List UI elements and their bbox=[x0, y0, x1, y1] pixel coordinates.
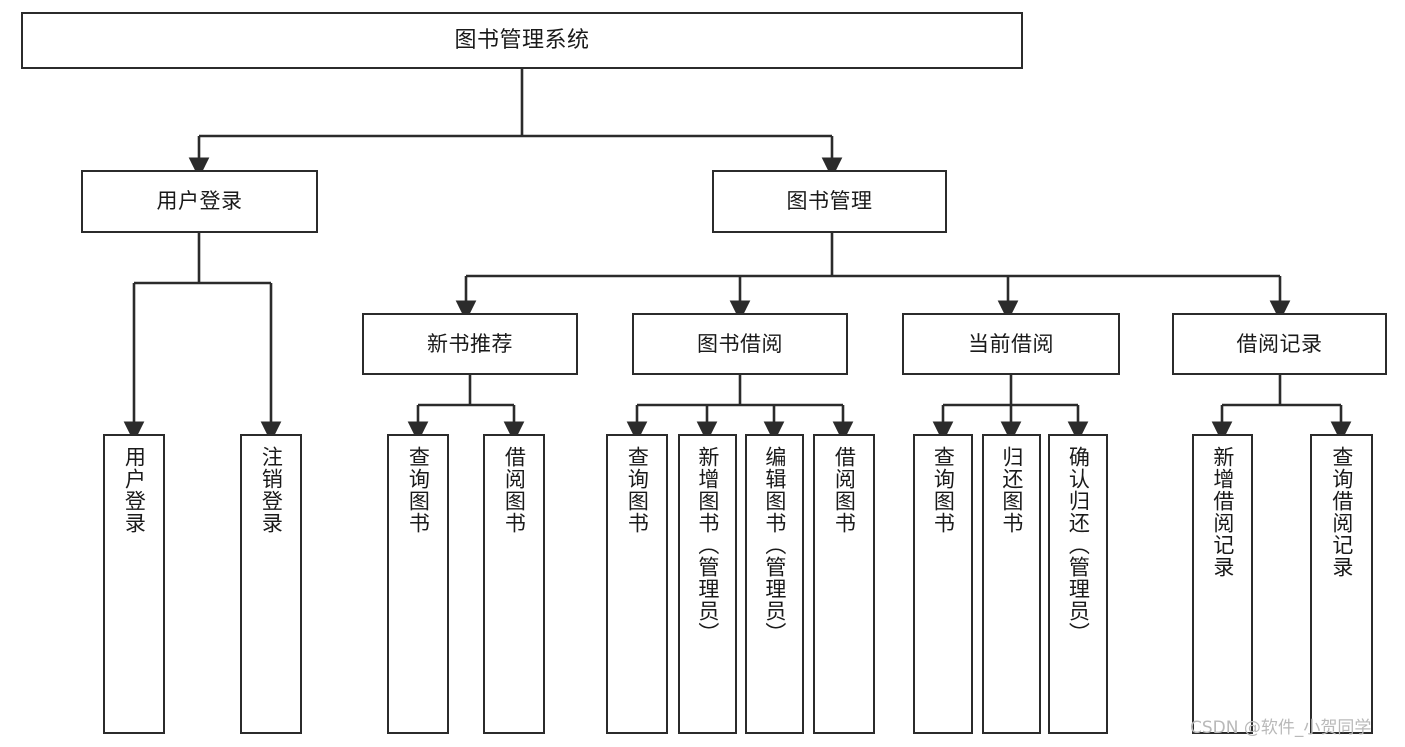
node-user-login[interactable]: 用户登录 bbox=[81, 170, 318, 233]
node-borrow-record-label: 借阅记录 bbox=[1236, 331, 1323, 356]
node-leaf-add-record[interactable]: 新增借阅记录 bbox=[1192, 434, 1253, 734]
node-leaf-confirm-return[interactable]: 确认归还（管理员） bbox=[1048, 434, 1108, 734]
node-current-borrow[interactable]: 当前借阅 bbox=[902, 313, 1120, 375]
node-new-book-recommend[interactable]: 新书推荐 bbox=[362, 313, 578, 375]
node-leaf-query-book-2-label: 查询图书 bbox=[625, 446, 650, 534]
node-current-borrow-label: 当前借阅 bbox=[968, 331, 1054, 356]
node-leaf-query-book-3[interactable]: 查询图书 bbox=[913, 434, 973, 734]
node-leaf-add-book-label: 新增图书（管理员） bbox=[695, 446, 720, 644]
node-leaf-query-book-3-label: 查询图书 bbox=[931, 446, 956, 534]
node-user-login-label: 用户登录 bbox=[156, 189, 243, 214]
node-book-manage-label: 图书管理 bbox=[786, 189, 873, 214]
node-leaf-borrow-book-2-label: 借阅图书 bbox=[832, 446, 857, 534]
node-leaf-add-record-label: 新增借阅记录 bbox=[1210, 446, 1235, 578]
node-leaf-edit-book[interactable]: 编辑图书（管理员） bbox=[745, 434, 804, 734]
node-leaf-borrow-book-1-label: 借阅图书 bbox=[502, 446, 527, 534]
node-leaf-add-book[interactable]: 新增图书（管理员） bbox=[678, 434, 737, 734]
node-leaf-borrow-book-1[interactable]: 借阅图书 bbox=[483, 434, 545, 734]
node-leaf-query-book-2[interactable]: 查询图书 bbox=[606, 434, 668, 734]
node-book-borrow[interactable]: 图书借阅 bbox=[632, 313, 848, 375]
node-root[interactable]: 图书管理系统 bbox=[21, 12, 1023, 69]
node-leaf-return-book-label: 归还图书 bbox=[999, 446, 1024, 534]
node-leaf-query-book-1-label: 查询图书 bbox=[406, 446, 431, 534]
node-book-borrow-label: 图书借阅 bbox=[697, 331, 783, 356]
node-new-book-recommend-label: 新书推荐 bbox=[427, 331, 513, 356]
node-book-manage[interactable]: 图书管理 bbox=[712, 170, 947, 233]
node-leaf-logout[interactable]: 注销登录 bbox=[240, 434, 302, 734]
node-leaf-edit-book-label: 编辑图书（管理员） bbox=[762, 446, 787, 644]
node-root-label: 图书管理系统 bbox=[454, 27, 590, 53]
node-borrow-record[interactable]: 借阅记录 bbox=[1172, 313, 1387, 375]
node-leaf-query-book-1[interactable]: 查询图书 bbox=[387, 434, 449, 734]
node-leaf-query-record[interactable]: 查询借阅记录 bbox=[1310, 434, 1373, 734]
node-leaf-user-login[interactable]: 用户登录 bbox=[103, 434, 165, 734]
node-leaf-query-record-label: 查询借阅记录 bbox=[1329, 446, 1354, 578]
node-leaf-confirm-return-label: 确认归还（管理员） bbox=[1066, 446, 1091, 644]
node-leaf-borrow-book-2[interactable]: 借阅图书 bbox=[813, 434, 875, 734]
node-leaf-logout-label: 注销登录 bbox=[259, 446, 284, 534]
node-leaf-user-login-label: 用户登录 bbox=[122, 446, 147, 534]
node-leaf-return-book[interactable]: 归还图书 bbox=[982, 434, 1041, 734]
